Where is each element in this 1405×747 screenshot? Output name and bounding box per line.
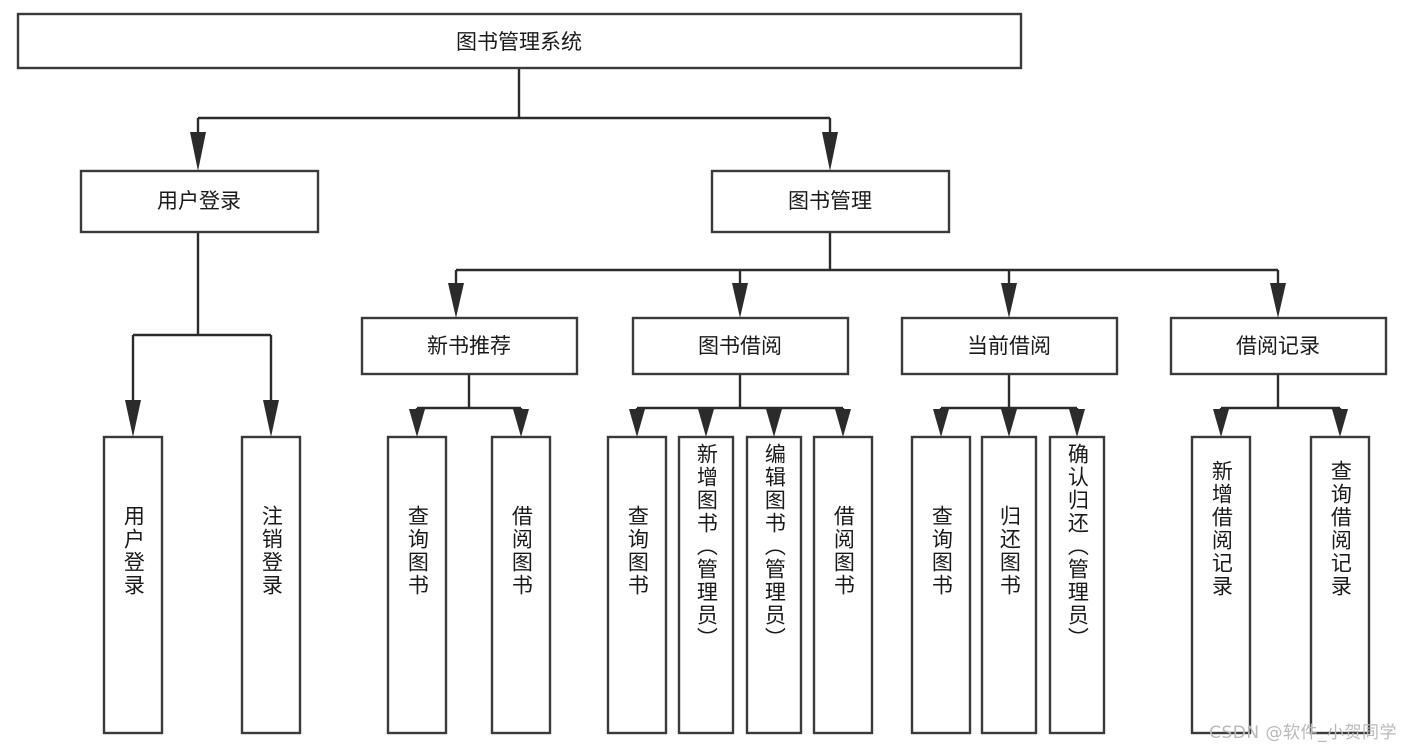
arrow-head-leaf-return-book <box>1001 409 1017 437</box>
arrow-head-borrow-record <box>1270 283 1286 318</box>
node-root-box[interactable] <box>16 12 1023 70</box>
csdn-watermark: CSDN @软件_小贺同学 <box>1209 723 1397 743</box>
node-user-login[interactable]: 用户登录 <box>79 169 320 234</box>
node-new-book-recommend-box[interactable] <box>360 316 579 376</box>
arrow-head-book-borrow <box>732 283 748 318</box>
arrow-head-leaf-edit-book <box>766 409 782 437</box>
leaf-query-book-2-box[interactable] <box>606 435 668 735</box>
leaf-box-layer <box>102 435 1371 735</box>
node-book-manage-box[interactable] <box>710 169 951 234</box>
node-root-label: 图书管理系统 <box>456 30 582 54</box>
arrow-head-leaf-borrow-book-2 <box>835 409 851 437</box>
leaf-query-book-1-box[interactable] <box>386 435 448 735</box>
arrow-head-new-book-recommend <box>448 283 464 318</box>
node-book-borrow[interactable]: 图书借阅 <box>631 316 850 376</box>
leaf-edit-book-box[interactable] <box>745 435 803 735</box>
leaf-borrow-book-2-box[interactable] <box>812 435 874 735</box>
leaf-confirm-return-box[interactable] <box>1048 435 1106 735</box>
node-current-borrow-label: 当前借阅 <box>967 334 1051 358</box>
node-book-manage[interactable]: 图书管理 <box>710 169 951 234</box>
arrow-head-leaf-confirm-return <box>1069 409 1085 437</box>
node-borrow-record[interactable]: 借阅记录 <box>1169 316 1388 376</box>
node-book-borrow-box[interactable] <box>631 316 850 376</box>
leaf-add-record-box[interactable] <box>1190 435 1252 735</box>
arrow-head-leaf-add-record <box>1213 409 1229 437</box>
node-current-borrow[interactable]: 当前借阅 <box>900 316 1119 376</box>
node-book-manage-label: 图书管理 <box>788 189 872 213</box>
node-user-login-box[interactable] <box>79 169 320 234</box>
arrow-head-leaf-add-book <box>698 409 714 437</box>
leaf-query-record-box[interactable] <box>1309 435 1371 735</box>
leaf-logout-login-box[interactable] <box>240 435 302 735</box>
node-new-book-recommend-label: 新书推荐 <box>427 334 511 358</box>
leaf-return-book-box[interactable] <box>980 435 1038 735</box>
leaf-user-login-box[interactable] <box>102 435 164 735</box>
leaf-query-book-3-box[interactable] <box>910 435 972 735</box>
node-root[interactable]: 图书管理系统 <box>16 12 1023 70</box>
leaf-borrow-book-1-box[interactable] <box>490 435 552 735</box>
arrow-head-leaf-borrow-book-1 <box>513 409 529 437</box>
node-borrow-record-box[interactable] <box>1169 316 1388 376</box>
arrow-head-leaf-user-login <box>125 400 141 437</box>
arrow-head-leaf-logout-login <box>263 400 279 437</box>
node-new-book-recommend[interactable]: 新书推荐 <box>360 316 579 376</box>
arrow-head-leaf-query-book-1 <box>409 409 425 437</box>
leaf-add-book-box[interactable] <box>677 435 735 735</box>
node-current-borrow-box[interactable] <box>900 316 1119 376</box>
arrow-head-leaf-query-record <box>1332 409 1348 437</box>
arrow-head-leaf-query-book-3 <box>933 409 949 437</box>
node-user-login-label: 用户登录 <box>157 189 241 213</box>
arrow-head-book-manage <box>822 132 838 171</box>
arrow-head-current-borrow <box>1001 283 1017 318</box>
connector-layer <box>125 68 1348 437</box>
node-book-borrow-label: 图书借阅 <box>698 334 782 358</box>
arrow-head-user-login <box>190 132 206 171</box>
node-borrow-record-label: 借阅记录 <box>1236 334 1320 358</box>
arrow-head-leaf-query-book-2 <box>629 409 645 437</box>
